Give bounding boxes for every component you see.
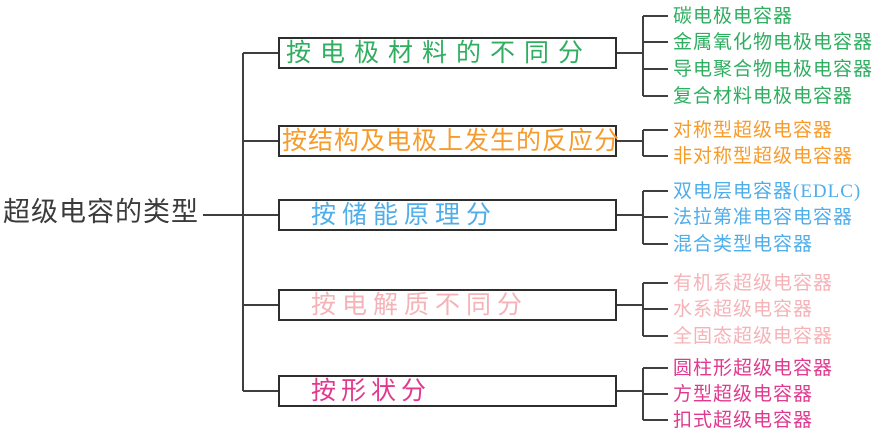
leaf-label-4-2: 水系超级电容器: [673, 298, 814, 320]
leaf-label-3-3: 混合类型电容器: [673, 233, 814, 255]
leaf-label-3-2: 法拉第准电容电容器: [673, 206, 854, 228]
leaf-label-4-1: 有机系超级电容器: [673, 272, 834, 294]
category-box-1: 按电极材料的不同分: [278, 37, 617, 69]
category-box-5: 按形状分: [278, 375, 617, 407]
leaf-label-5-1: 圆柱形超级电容器: [673, 357, 834, 379]
category-box-3: 按储能原理分: [278, 199, 617, 231]
leaf-label-4-3: 全固态超级电容器: [673, 325, 834, 347]
leaf-label-1-4: 复合材料电极电容器: [673, 85, 854, 107]
leaf-label-1-2: 金属氧化物电极电容器: [673, 31, 874, 53]
leaf-label-1-3: 导电聚合物电极电容器: [673, 58, 874, 80]
leaf-label-3-1: 双电层电容器(EDLC): [673, 180, 862, 202]
category-box-2: 按结构及电极上发生的反应分: [278, 125, 619, 157]
leaf-label-5-3: 扣式超级电容器: [673, 409, 814, 431]
leaf-label-2-2: 非对称型超级电容器: [673, 145, 854, 167]
root-label: 超级电容的类型: [3, 197, 199, 227]
leaf-label-1-1: 碳电极电容器: [673, 5, 794, 27]
leaf-label-2-1: 对称型超级电容器: [673, 119, 834, 141]
leaf-label-5-2: 方型超级电容器: [673, 383, 814, 405]
category-box-4: 按电解质不同分: [278, 289, 617, 321]
